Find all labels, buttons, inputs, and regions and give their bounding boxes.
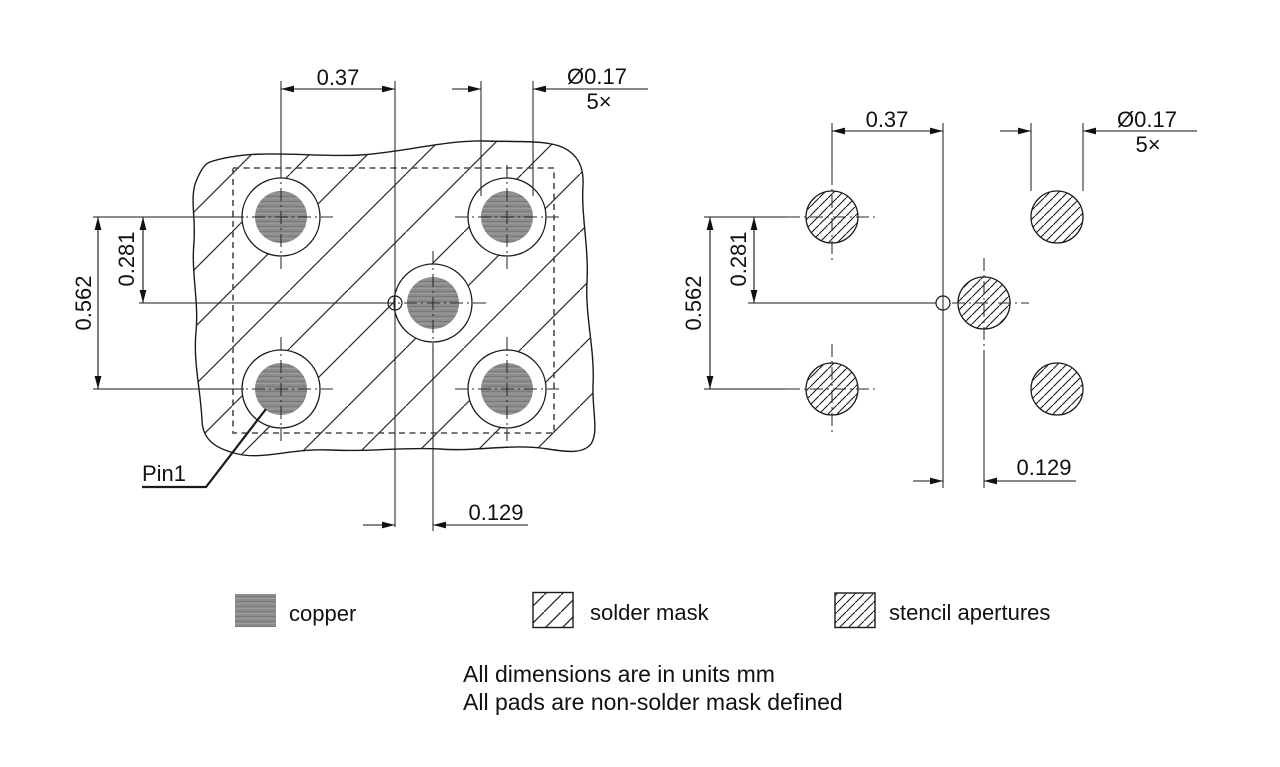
stencil-view: 0.37 Ø0.17 5× 0.562 0.281 0.129 [681,107,1197,488]
extension-lines [93,81,534,531]
footprint-view: 0.37 Ø0.17 5× 0.562 0.281 0.129 Pin1 [71,64,648,531]
legend-label-stencil-apertures: stencil apertures [889,600,1050,625]
dimension-arrowheads [706,127,1096,485]
dim-pad-count-label: 5× [586,89,611,114]
note-mask-defined: All pads are non-solder mask defined [463,689,843,715]
dim-row-half-span-label: 0.281 [726,231,751,286]
pin1-leader-line [142,408,267,489]
legend: copper solder mask stencil apertures [235,591,1050,629]
legend-label-copper: copper [289,601,356,626]
pin1-label: Pin1 [142,461,186,486]
pad-crosshairs [229,165,559,441]
dim-aperture-count-label: 5× [1135,132,1160,157]
copper-pads [255,191,533,415]
note-units: All dimensions are in units mm [463,661,775,687]
extension-lines [704,123,1084,488]
legend-label-solder-mask: solder mask [590,600,710,625]
dim-row-span-label: 0.562 [681,275,706,330]
dim-pitch-x-label: 0.37 [317,65,360,90]
dimension-lines [709,130,1197,482]
dimension-arrowheads [94,85,546,529]
aperture-bottom-right [1030,362,1084,416]
legend-swatch-solder-mask [532,591,574,629]
aperture-crosshairs [787,172,1029,434]
component-outline-dashed [232,167,555,434]
legend-swatch-copper [235,594,276,627]
dim-row-half-span-label: 0.281 [114,231,139,286]
legend-swatch-stencil-apertures [834,592,876,629]
dim-center-offset-label: 0.129 [468,500,523,525]
origin-marker [387,295,403,311]
origin-marker [935,295,951,311]
dim-pad-diameter-label: Ø0.17 [567,64,627,89]
dim-pitch-x-label: 0.37 [866,107,909,132]
dim-center-offset-label: 0.129 [1016,455,1071,480]
dim-aperture-diameter-label: Ø0.17 [1117,107,1177,132]
notes: All dimensions are in units mm All pads … [463,661,843,715]
dim-row-span-label: 0.562 [71,275,96,330]
aperture-top-right [1030,190,1084,244]
stencil-apertures [805,190,1084,416]
